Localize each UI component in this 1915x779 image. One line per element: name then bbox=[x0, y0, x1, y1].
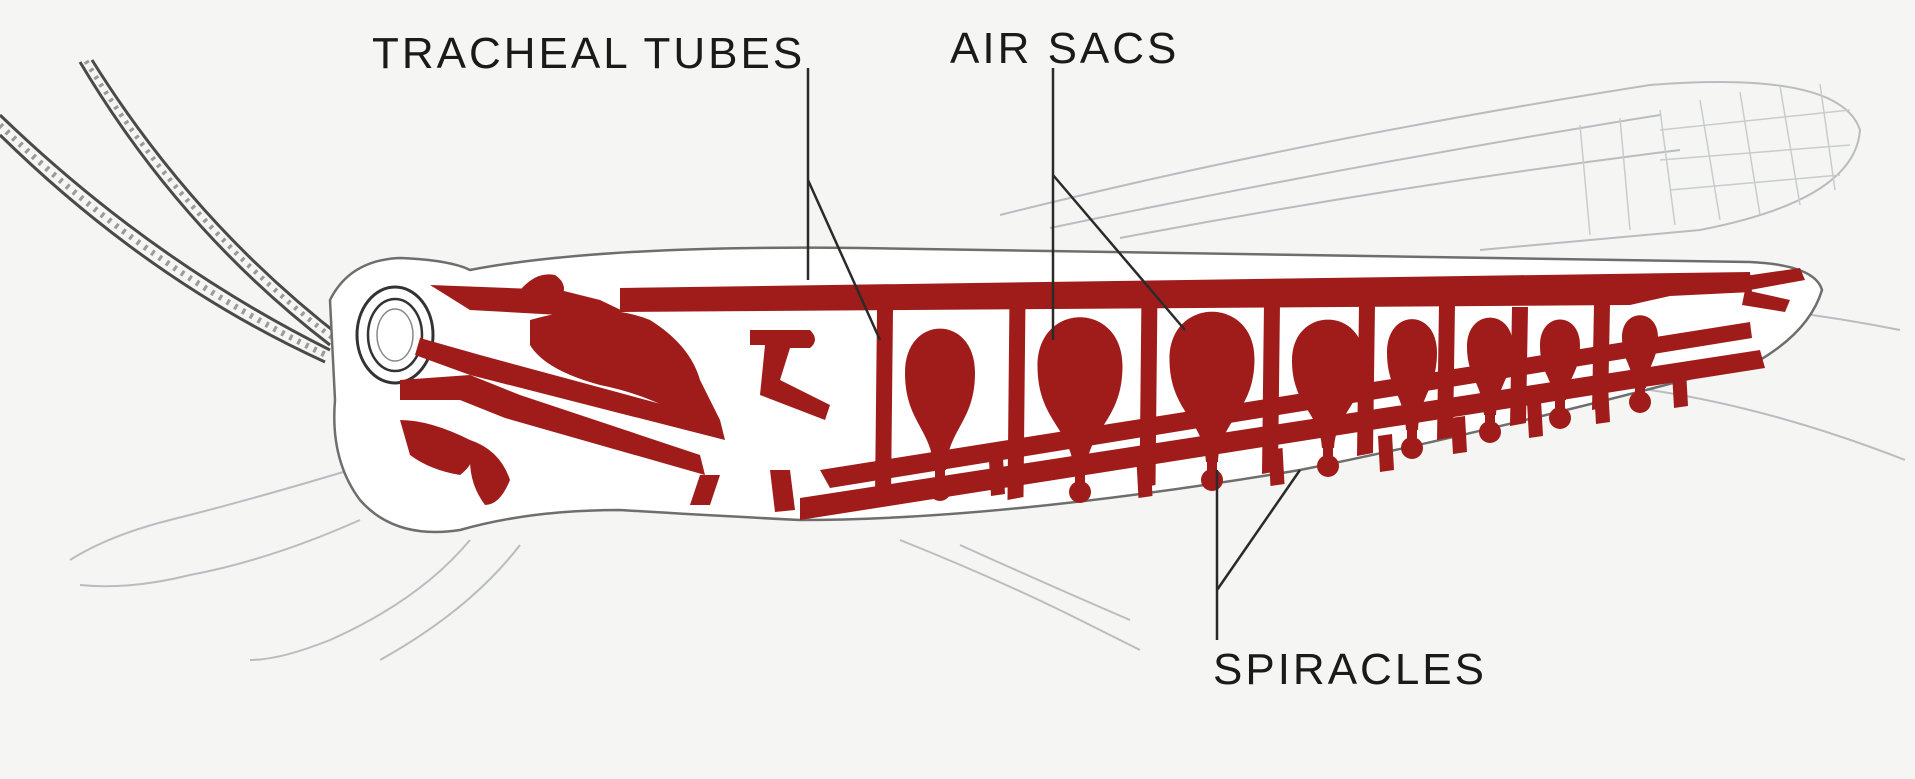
spiracles-leader-2 bbox=[1217, 470, 1300, 590]
segment-wall bbox=[1437, 304, 1455, 440]
segment-wall bbox=[875, 310, 893, 498]
cross-link bbox=[989, 458, 1005, 496]
spiracle bbox=[929, 479, 951, 501]
label-tracheal-tubes: TRACHEAL TUBES bbox=[372, 29, 805, 78]
cross-link bbox=[1451, 416, 1467, 454]
segment-wall bbox=[1262, 302, 1280, 474]
rear-leg-lower-outline bbox=[900, 540, 1140, 650]
segment-wall bbox=[1008, 297, 1026, 500]
spiracle bbox=[1201, 469, 1223, 491]
segment-wall bbox=[1140, 292, 1158, 488]
label-air-sacs: AIR SACS bbox=[950, 24, 1179, 73]
compound-eye bbox=[357, 287, 433, 383]
antenna-left bbox=[0, 115, 330, 362]
cross-link bbox=[1527, 400, 1543, 438]
front-leg-outline bbox=[70, 470, 360, 586]
spiracle bbox=[1629, 391, 1651, 413]
spiracle bbox=[1479, 421, 1501, 443]
cross-link bbox=[1672, 370, 1688, 408]
middle-leg-outline bbox=[250, 540, 520, 660]
spiracle bbox=[1549, 407, 1571, 429]
segment-wall bbox=[1510, 307, 1528, 426]
spiracle bbox=[1317, 455, 1339, 477]
forewing-outline bbox=[1000, 82, 1860, 250]
segment-wall bbox=[1357, 304, 1375, 456]
cross-link bbox=[1378, 434, 1394, 472]
forewing-inner-line bbox=[1050, 115, 1680, 238]
segment-wall bbox=[1592, 304, 1610, 410]
spiracle bbox=[1401, 437, 1423, 459]
spiracle bbox=[1069, 481, 1091, 503]
wing-mesh bbox=[1580, 84, 1850, 235]
label-spiracles: SPIRACLES bbox=[1213, 645, 1487, 694]
